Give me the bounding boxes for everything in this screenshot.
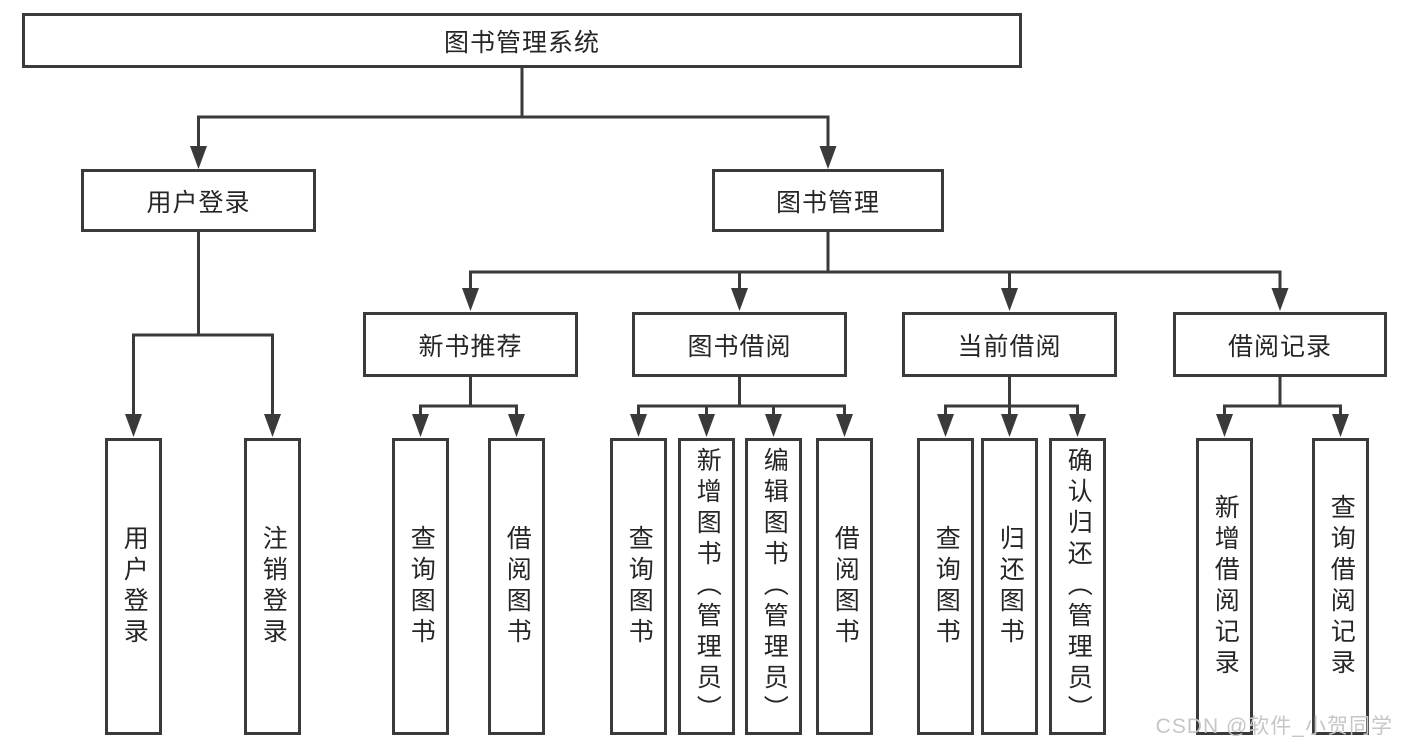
leaf-edit-books-admin: 编辑图书（管理员） (745, 438, 802, 735)
leaf-label: 查询图书 (625, 524, 654, 649)
leaf-label: 查询图书 (932, 524, 961, 649)
leaf-borrow-books: 借阅图书 (816, 438, 873, 735)
leaf-return-books: 归还图书 (981, 438, 1038, 735)
connector-lines (132, 68, 1342, 418)
leaf-confirm-return-admin: 确认归还（管理员） (1049, 438, 1106, 735)
leaf-label: 查询图书 (407, 524, 436, 649)
leaf-user-login: 用户登录 (105, 438, 162, 735)
node-book-management: 图书管理 (712, 169, 944, 232)
node-book-borrowing: 图书借阅 (632, 312, 847, 377)
leaf-label: 编辑图书（管理员） (760, 447, 789, 726)
arrowheads (125, 146, 1349, 437)
leaf-query-books-borrowing: 查询图书 (610, 438, 667, 735)
node-new-book-recommend: 新书推荐 (363, 312, 578, 377)
leaf-label: 借阅图书 (831, 524, 860, 649)
leaf-label: 新增图书（管理员） (693, 447, 722, 726)
leaf-add-borrow-record: 新增借阅记录 (1196, 438, 1253, 735)
leaf-query-books-recommend: 查询图书 (392, 438, 449, 735)
leaf-query-borrow-record: 查询借阅记录 (1312, 438, 1369, 735)
leaf-label: 新增借阅记录 (1211, 493, 1240, 680)
node-borrowing-records: 借阅记录 (1173, 312, 1387, 377)
leaf-add-books-admin: 新增图书（管理员） (678, 438, 735, 735)
node-current-borrowing: 当前借阅 (902, 312, 1117, 377)
csdn-watermark: CSDN @软件_小贺同学 (1155, 715, 1393, 738)
leaf-label: 借阅图书 (503, 524, 532, 649)
leaf-borrow-books-recommend: 借阅图书 (488, 438, 545, 735)
leaf-label: 查询借阅记录 (1327, 493, 1356, 680)
leaf-label: 注销登录 (259, 524, 288, 649)
node-user-login: 用户登录 (81, 169, 316, 232)
leaf-label: 归还图书 (996, 524, 1025, 649)
leaf-query-books-current: 查询图书 (917, 438, 974, 735)
leaf-logout: 注销登录 (244, 438, 301, 735)
node-root-library-system: 图书管理系统 (22, 13, 1022, 68)
leaf-label: 确认归还（管理员） (1064, 447, 1093, 726)
leaf-label: 用户登录 (120, 524, 149, 649)
